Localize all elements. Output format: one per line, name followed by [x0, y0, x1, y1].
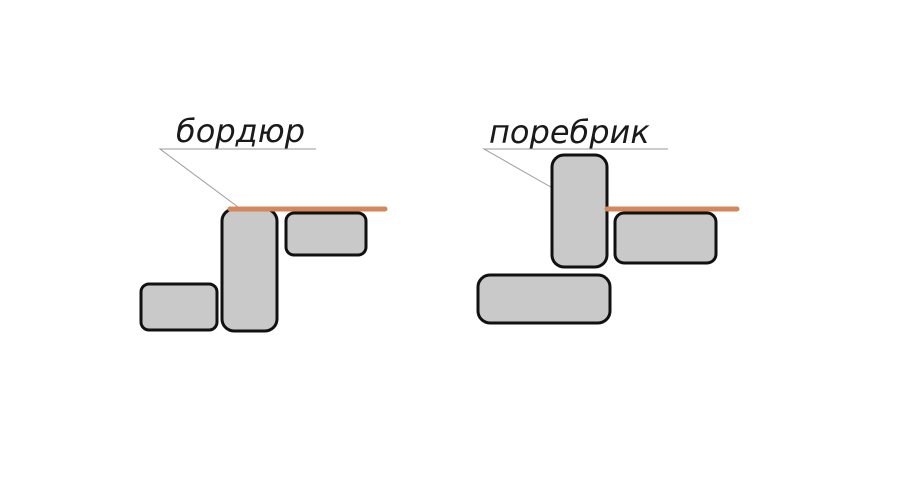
label-right: поребрик: [489, 113, 650, 151]
leader-line-left: [158, 148, 316, 208]
right-curb-stone: [550, 153, 609, 269]
right-paving-stone: [613, 211, 718, 265]
left-figure: бордюр: [139, 112, 388, 333]
left-paving-stone: [284, 211, 368, 257]
label-left: бордюр: [176, 112, 305, 150]
right-base-stone: [476, 273, 612, 325]
leader-line-right: [482, 148, 668, 191]
left-base-stone: [139, 282, 219, 332]
right-figure: поребрик: [476, 113, 740, 325]
left-curb-stone: [220, 207, 279, 333]
